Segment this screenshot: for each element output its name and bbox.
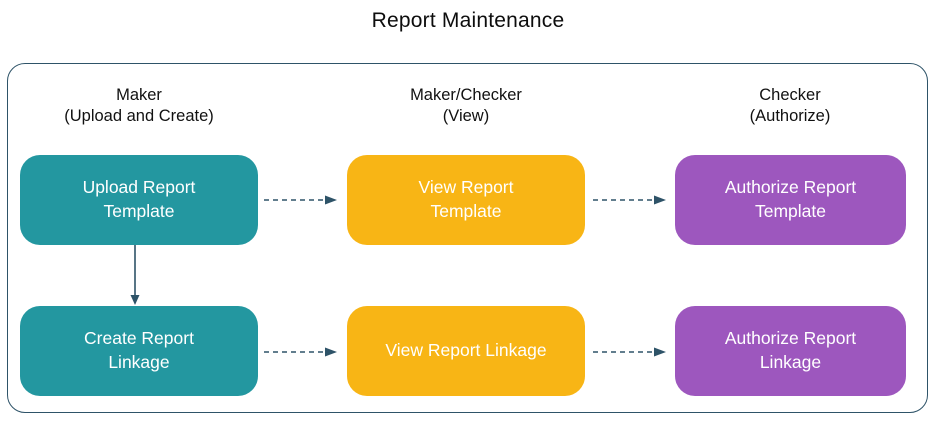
node-authorize-report-linkage: Authorize Report Linkage [675, 306, 906, 396]
node-label: View Report Template [418, 177, 514, 221]
column-action: (Authorize) [749, 107, 831, 125]
node-label: Authorize Report Linkage [724, 328, 857, 372]
arrow-create-to-view-linkage [264, 347, 337, 357]
node-label: Upload Report Template [82, 177, 196, 221]
arrow-view-to-authorize-linkage [593, 347, 666, 357]
column-header-maker: Maker (Upload and Create) [19, 85, 259, 127]
arrow-upload-to-view-template [264, 195, 337, 205]
node-view-report-template: View Report Template [347, 155, 585, 245]
column-header-maker-checker: Maker/Checker (View) [346, 85, 586, 127]
node-label: View Report Linkage [385, 340, 547, 361]
arrow-upload-to-create-linkage [130, 245, 140, 305]
column-role: Checker [759, 86, 821, 104]
node-label: Create Report Linkage [84, 328, 194, 372]
column-action: (Upload and Create) [64, 107, 214, 125]
node-create-report-linkage: Create Report Linkage [20, 306, 258, 396]
column-header-checker: Checker (Authorize) [670, 85, 910, 127]
page-title: Report Maintenance [371, 9, 565, 32]
column-role: Maker/Checker [410, 86, 522, 104]
column-action: (View) [442, 107, 490, 125]
node-label: Authorize Report Template [724, 177, 857, 221]
node-authorize-report-template: Authorize Report Template [675, 155, 906, 245]
node-upload-report-template: Upload Report Template [20, 155, 258, 245]
column-role: Maker [116, 86, 162, 104]
arrow-view-to-authorize-template [593, 195, 666, 205]
node-view-report-linkage: View Report Linkage [347, 306, 585, 396]
